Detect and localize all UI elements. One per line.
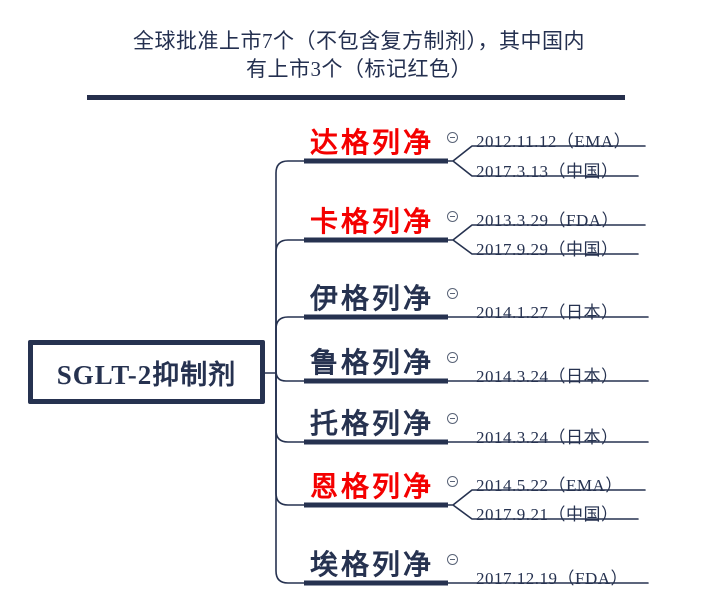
collapse-icon[interactable] [447,476,458,487]
subtopic-date[interactable]: 2014.3.24（日本） [476,367,619,386]
subtopic-date[interactable]: 2012.11.12（EMA） [476,132,632,151]
topic-empagliflozin[interactable]: 恩格列净 [310,472,435,503]
subtopic-date[interactable]: 2014.5.22（EMA） [476,476,623,495]
title-line-1: 全球批准上市7个（不包含复方制剂），其中国内 [133,29,585,53]
root-topic-label: SGLT-2抑制剂 [56,359,237,390]
collapse-icon[interactable] [447,288,458,299]
branch-line-luseogliflozin [275,370,305,382]
subtopic-date[interactable]: 2014.3.24（日本） [476,428,619,447]
subtopic-date[interactable]: 2013.3.29（FDA） [476,211,620,230]
collapse-icon[interactable] [447,352,458,363]
subtopic-date[interactable]: 2017.9.21（中国） [476,505,619,524]
topic-canagliflozin[interactable]: 卡格列净 [310,207,435,238]
floating-title[interactable]: 全球批准上市7个（不包含复方制剂），其中国内 有上市3个（标记红色） [0,27,718,83]
topic-dapagliflozin[interactable]: 达格列净 [310,128,435,159]
child-lines-canagliflozin [447,224,646,255]
collapse-icon[interactable] [447,211,458,222]
topic-luseogliflozin[interactable]: 鲁格列净 [310,348,435,379]
collapse-icon[interactable] [447,413,458,424]
title-divider [87,95,625,100]
branch-line-ertugliflozin [275,372,305,584]
branch-line-canagliflozin [275,239,305,374]
subtopic-date[interactable]: 2017.9.29（中国） [476,240,619,259]
branch-line-dapagliflozin [275,160,305,374]
subtopic-date[interactable]: 2017.3.13（中国） [476,162,619,181]
collapse-icon[interactable] [447,554,458,565]
topic-ertugliflozin[interactable]: 埃格列净 [310,550,435,581]
branch-line-tofogliflozin [275,372,305,443]
subtopic-date[interactable]: 2017.12.19（FDA） [476,569,629,588]
topic-ipragliflozin[interactable]: 伊格列净 [310,284,435,315]
collapse-icon[interactable] [447,132,458,143]
root-topic[interactable]: SGLT-2抑制剂 [28,340,265,404]
child-lines-dapagliflozin [447,145,646,177]
topic-tofogliflozin[interactable]: 托格列净 [310,409,435,440]
subtopic-date[interactable]: 2014.1.27（日本） [476,303,619,322]
child-lines-empagliflozin [447,489,646,520]
title-line-2: 有上市3个（标记红色） [246,57,472,81]
branch-line-ipragliflozin [275,316,305,374]
